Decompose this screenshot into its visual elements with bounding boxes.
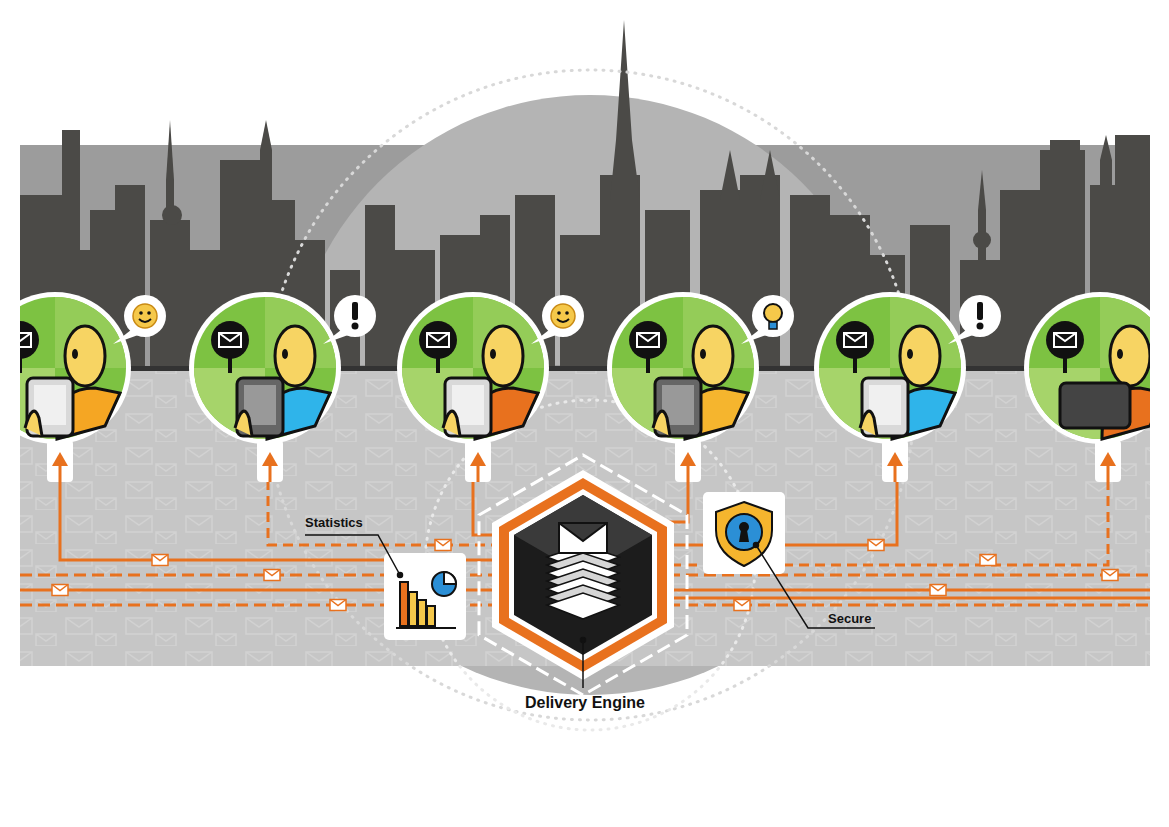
recipient-circles bbox=[20, 292, 1150, 482]
paper-stack bbox=[547, 545, 619, 619]
callout-label: Delivery Engine bbox=[525, 694, 645, 712]
recipient bbox=[607, 292, 794, 482]
recipient bbox=[1024, 292, 1150, 482]
callout-label: Statistics bbox=[305, 516, 363, 530]
recipient bbox=[397, 292, 584, 482]
callout-label: Secure bbox=[828, 612, 871, 626]
recipient bbox=[20, 292, 166, 482]
recipient bbox=[814, 292, 1001, 482]
recipient bbox=[189, 292, 376, 482]
skyline bbox=[20, 20, 1150, 370]
